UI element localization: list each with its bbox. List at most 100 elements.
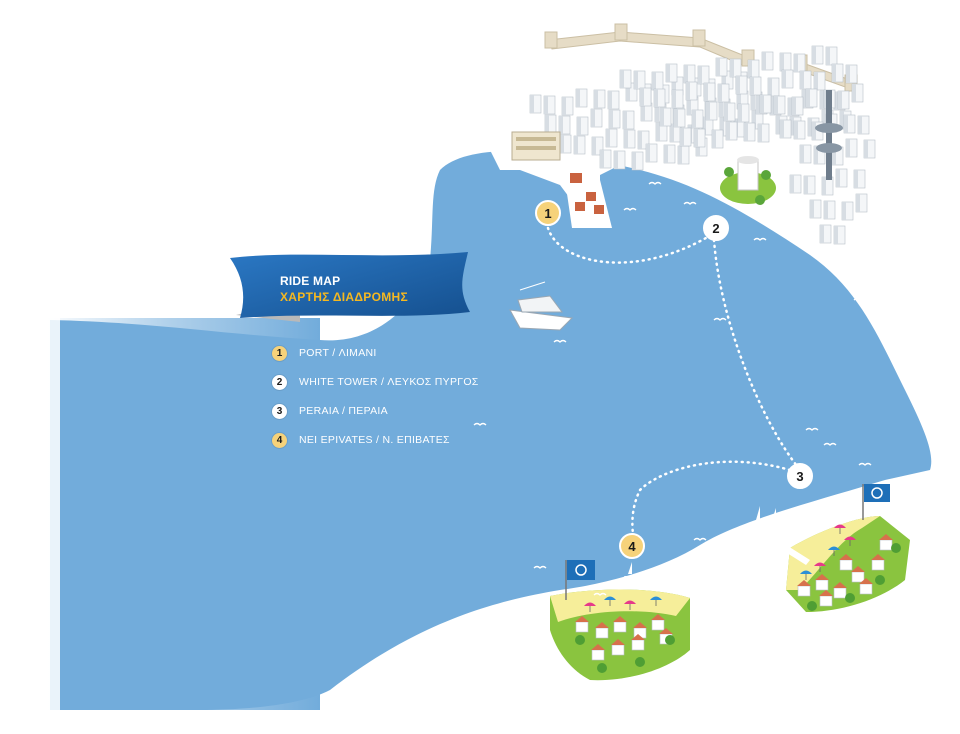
beach-umbrella-icon	[604, 596, 616, 606]
building-icon	[773, 95, 786, 115]
beach-umbrella-icon	[584, 602, 596, 612]
building-icon	[575, 88, 588, 108]
building-icon	[599, 149, 612, 169]
building-icon	[633, 70, 646, 90]
building-icon	[853, 169, 866, 189]
beach-umbrella-icon	[624, 600, 636, 610]
building-icon	[799, 70, 812, 90]
building-icon	[619, 69, 632, 89]
building-icon	[683, 64, 696, 84]
building-icon	[673, 108, 686, 128]
stop-number: 3	[796, 469, 803, 484]
building-icon	[607, 90, 620, 110]
building-icon	[857, 115, 870, 135]
beach-houses	[575, 524, 901, 673]
building-icon	[837, 90, 850, 110]
legend-badge: 3	[272, 403, 287, 419]
tree-icon	[845, 593, 855, 603]
legend-item-white-tower: 2 WHITE TOWER / ΛΕΥΚΟΣ ΠΥΡΓΟΣ	[272, 373, 479, 391]
building-icon	[543, 95, 556, 115]
building-icon	[659, 107, 672, 127]
building-icon	[805, 88, 818, 108]
building-icon	[561, 96, 574, 116]
building-icon	[622, 110, 635, 130]
building-icon	[671, 89, 684, 109]
building-icon	[779, 119, 792, 139]
city-buildings	[529, 45, 876, 245]
tree-icon	[575, 635, 585, 645]
building-icon	[813, 71, 826, 91]
building-icon	[747, 59, 760, 79]
building-icon	[791, 96, 804, 116]
stop-marker-3: 3	[787, 463, 813, 489]
beach-umbrella-icon	[844, 536, 856, 546]
building-icon	[819, 590, 833, 607]
beach-umbrella-icon	[834, 524, 846, 534]
building-icon	[835, 168, 848, 188]
building-icon	[558, 115, 571, 135]
building-icon	[831, 63, 844, 83]
building-icon	[697, 65, 710, 85]
banner-title: RIDE MAP	[280, 274, 341, 288]
building-icon	[611, 639, 625, 656]
tree-icon	[635, 657, 645, 667]
building-icon	[559, 134, 572, 154]
building-icon	[663, 144, 676, 164]
building-icon	[729, 58, 742, 78]
building-icon	[691, 109, 704, 129]
building-icon	[819, 224, 832, 244]
legend-item-peraia: 3 PERAIA / ΠΕΡΑΙΑ	[272, 402, 479, 420]
building-icon	[823, 200, 836, 220]
ride-map-banner	[230, 252, 470, 322]
building-icon	[645, 143, 658, 163]
ferry-route	[546, 226, 802, 542]
building-icon	[761, 51, 774, 71]
building-icon	[703, 82, 716, 102]
building-icon	[803, 175, 816, 195]
building-icon	[679, 127, 692, 147]
beach-umbrella-icon	[828, 546, 840, 556]
building-icon	[693, 128, 706, 148]
white-tower	[720, 156, 776, 205]
building-icon	[781, 69, 794, 89]
beach-umbrella-icon	[814, 562, 826, 572]
blue-flag-icon	[862, 484, 890, 520]
tree-icon	[891, 543, 901, 553]
building-icon	[851, 566, 865, 583]
building-icon	[779, 52, 792, 72]
building-icon	[841, 201, 854, 221]
building-icon	[809, 199, 822, 219]
building-icon	[845, 138, 858, 158]
building-icon	[590, 108, 603, 128]
building-icon	[737, 103, 750, 123]
stop-marker-2: 2	[703, 215, 729, 241]
building-icon	[576, 116, 589, 136]
building-icon	[544, 114, 557, 134]
sailboat-icon	[624, 506, 782, 579]
tree-icon	[875, 575, 885, 585]
building-icon	[613, 150, 626, 170]
building-icon	[845, 64, 858, 84]
beach-umbrella-icon	[800, 570, 812, 580]
legend-label: PORT / ΛΙΜΑΝΙ	[299, 347, 377, 359]
building-icon	[793, 120, 806, 140]
building-icon	[799, 144, 812, 164]
building-icon	[595, 622, 609, 639]
stop-marker-1: 1	[535, 200, 561, 226]
port-building	[511, 131, 561, 161]
building-icon	[725, 121, 738, 141]
building-icon	[859, 578, 873, 595]
building-icon	[631, 634, 645, 651]
building-icon	[685, 81, 698, 101]
legend-label: WHITE TOWER / ΛΕΥΚΟΣ ΠΥΡΓΟΣ	[299, 376, 479, 388]
building-icon	[749, 76, 762, 96]
beach-umbrella-icon	[650, 596, 662, 606]
building-icon	[653, 88, 666, 108]
building-icon	[573, 135, 586, 155]
building-icon	[639, 87, 652, 107]
building-icon	[759, 94, 772, 114]
building-icon	[825, 46, 838, 66]
building-icon	[575, 616, 589, 633]
building-icon	[717, 83, 730, 103]
